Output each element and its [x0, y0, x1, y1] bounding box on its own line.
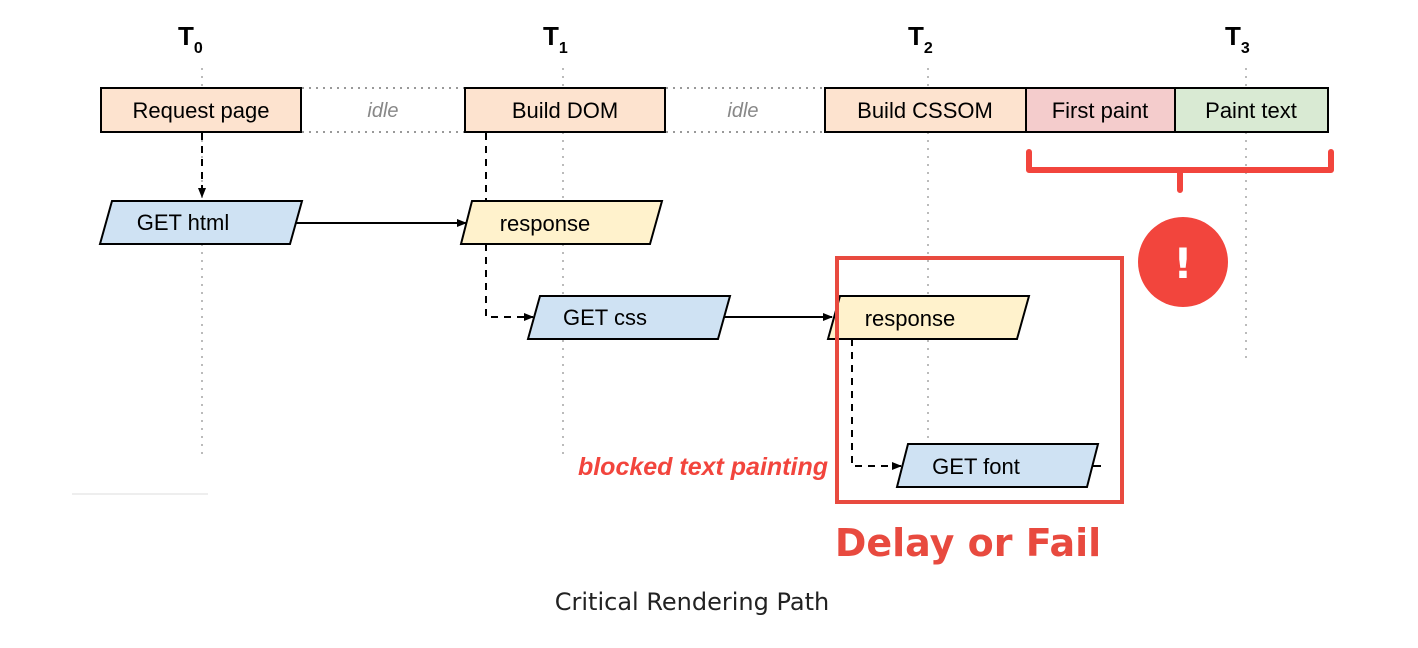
paint-text-label: Paint text [1205, 98, 1297, 123]
time-marker-t2: T2 [908, 21, 933, 57]
request-page-box [100, 87, 302, 133]
response-to-get-font-arrow [851, 339, 902, 470]
blocked-text-painting-label: blocked text painting [578, 453, 828, 481]
first-paint-box [1025, 87, 1176, 133]
get-font-shape [895, 443, 1100, 488]
delay-or-fail-label: Delay or Fail [835, 521, 1101, 565]
response-to-get-css-arrow [485, 244, 534, 321]
build-cssom-box [824, 87, 1027, 133]
build-dom-label: Build DOM [512, 98, 618, 123]
get-font-label: GET font [932, 454, 1020, 479]
build-dom-box [464, 87, 666, 133]
alert-icon-symbol: ! [1173, 239, 1192, 288]
response-1-label: response [500, 211, 591, 236]
idle-label-1: idle [367, 100, 398, 122]
paint-text-box [1174, 87, 1329, 133]
get-html-label: GET html [137, 210, 230, 235]
request-page-label: Request page [133, 98, 270, 123]
time-marker-t3: T3 [1225, 21, 1250, 57]
response-1-shape [459, 200, 664, 245]
get-css-label: GET css [563, 305, 647, 330]
diagram-caption: Critical Rendering Path [555, 588, 829, 616]
idle-label-2: idle [727, 100, 758, 122]
first-paint-label: First paint [1052, 98, 1149, 123]
get-html-shape [98, 200, 304, 245]
response-2-label: response [865, 306, 956, 331]
time-marker-t0: T0 [178, 21, 203, 57]
paint-bracket [1026, 149, 1334, 193]
delay-highlight-box [835, 256, 1124, 504]
alert-icon [1138, 217, 1228, 307]
time-marker-t1: T1 [543, 21, 568, 57]
response-2-shape [826, 295, 1031, 340]
build-cssom-label: Build CSSOM [857, 98, 993, 123]
get-css-shape [526, 295, 732, 340]
